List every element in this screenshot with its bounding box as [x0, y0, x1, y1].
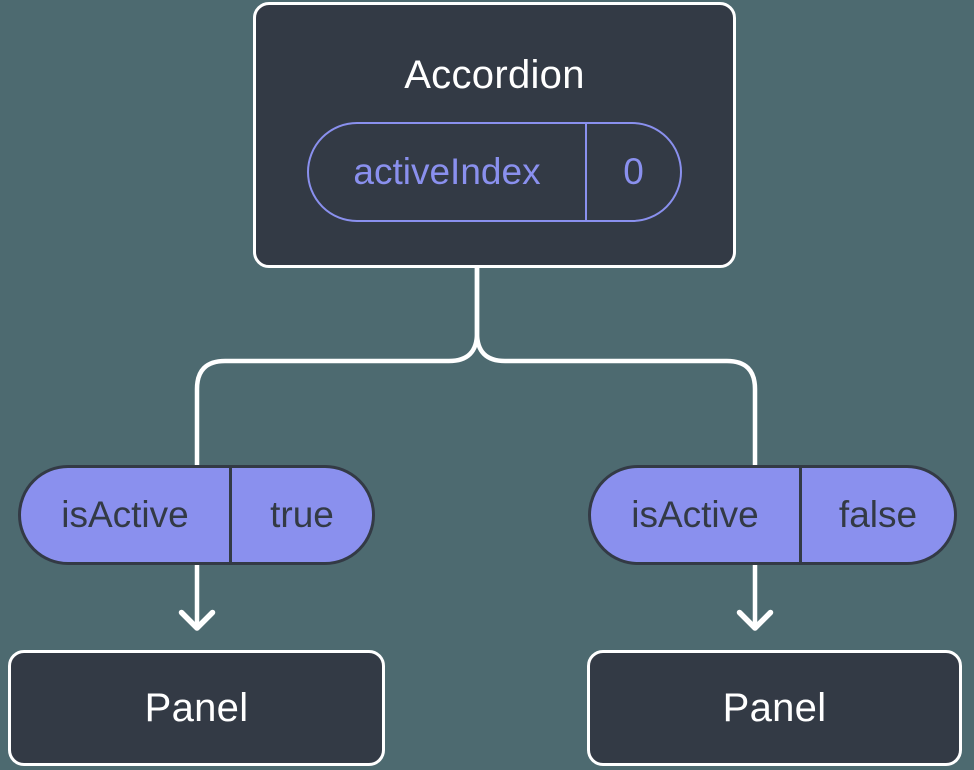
panel-node-right: Panel	[587, 650, 962, 766]
panel-node-left: Panel	[8, 650, 385, 766]
prop-pill-name: isActive	[591, 468, 802, 562]
arrow-down-left-icon	[178, 609, 216, 631]
accordion-node: Accordion activeIndex 0	[253, 2, 736, 268]
state-pill-value: 0	[623, 151, 644, 192]
state-pill-name: activeIndex	[309, 124, 587, 220]
panel-node-title: Panel	[144, 686, 249, 730]
prop-pill-is-active-false: isActive false	[588, 465, 957, 565]
connector-left-branch	[194, 268, 480, 627]
state-pill: activeIndex 0	[307, 122, 682, 222]
panel-node-title: Panel	[722, 686, 827, 730]
prop-pill-name: isActive	[21, 468, 232, 562]
prop-pill-is-active-true: isActive true	[18, 465, 375, 565]
prop-pill-value: false	[838, 494, 918, 535]
prop-pill-value: true	[270, 494, 334, 535]
arrow-down-right-icon	[736, 609, 774, 631]
accordion-node-title: Accordion	[404, 53, 585, 97]
connector-right-branch	[474, 268, 758, 627]
